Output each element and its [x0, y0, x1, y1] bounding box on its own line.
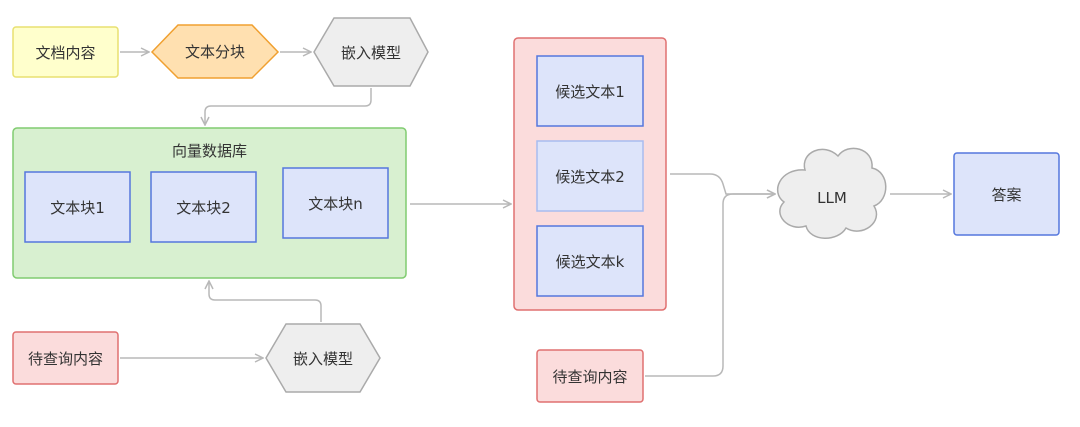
text-chunking-node — [150, 24, 280, 79]
candidate-1-node — [536, 55, 644, 127]
arrow-candidates-to-llm — [670, 173, 774, 194]
chunk-2-node — [150, 171, 257, 243]
arrow-embed-to-db — [205, 88, 372, 124]
candidate-k-node — [536, 225, 644, 297]
doc-content-node — [12, 26, 119, 78]
arrow-query-to-llm — [645, 194, 774, 377]
embed-model-top-node — [313, 17, 429, 87]
chunk-1-node — [24, 171, 131, 243]
answer-node — [953, 152, 1060, 236]
llm-cloud-node — [776, 147, 887, 239]
embed-model-bottom-node — [265, 323, 381, 393]
arrow-embed-to-db-bottom — [209, 282, 322, 322]
query-left-node — [12, 331, 119, 385]
chunk-n-node — [282, 167, 389, 239]
query-right-node — [536, 349, 644, 403]
candidate-2-node — [536, 140, 644, 212]
